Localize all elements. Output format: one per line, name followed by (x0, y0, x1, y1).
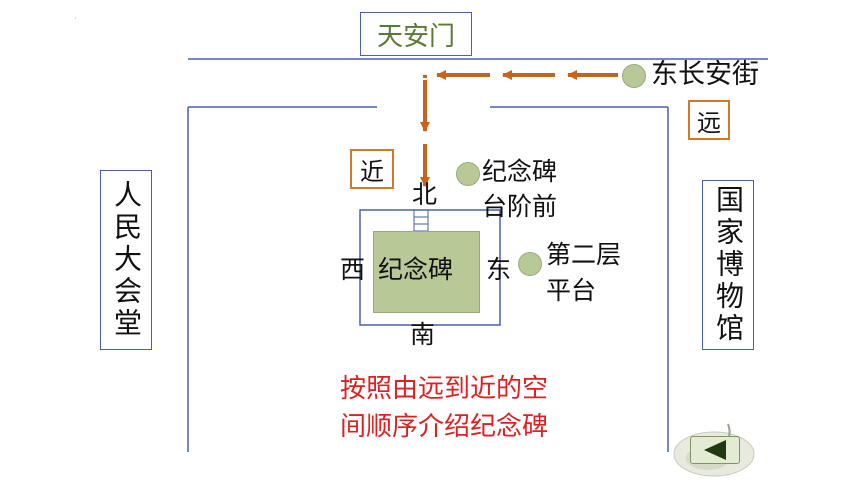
far-box: 远 (688, 100, 730, 140)
museum-label: 国家博物馆 (712, 185, 745, 345)
west-label: 西 (340, 255, 366, 284)
front-steps-label-line1: 纪念碑 (482, 157, 558, 186)
caption-line1: 按照由远到近的空 (340, 374, 549, 404)
near-label: 近 (360, 157, 384, 186)
monument-block (373, 231, 480, 313)
front-steps-dot (456, 162, 480, 186)
decor-dot: · (74, 14, 77, 23)
back-button[interactable] (690, 436, 740, 464)
far-label: 远 (697, 108, 721, 137)
second-level-label-line1: 第二层 (546, 240, 622, 269)
second-level-label-line2: 平台 (546, 276, 597, 305)
tiananmen-label: 天安门 (376, 21, 455, 52)
monument-label: 纪念碑 (378, 255, 454, 284)
east-street-label: 东长安街 (651, 59, 759, 90)
second-level-dot (518, 252, 542, 276)
tiananmen-box: 天安门 (360, 12, 472, 56)
near-box: 近 (350, 149, 394, 189)
south-label: 南 (410, 320, 436, 349)
east-street-dot (622, 64, 646, 88)
front-steps-label-line2: 台阶前 (482, 192, 558, 221)
museum-box: 国家博物馆 (702, 180, 754, 350)
platform-outline (359, 209, 501, 326)
north-label: 北 (412, 180, 438, 209)
great-hall-label: 人民大会堂 (110, 180, 143, 340)
back-arrow-icon (704, 440, 726, 460)
caption-line2: 间顺序介绍纪念碑 (340, 412, 549, 442)
east-label: 东 (486, 255, 512, 284)
stairs (413, 209, 429, 232)
great-hall-box: 人民大会堂 (100, 170, 152, 350)
